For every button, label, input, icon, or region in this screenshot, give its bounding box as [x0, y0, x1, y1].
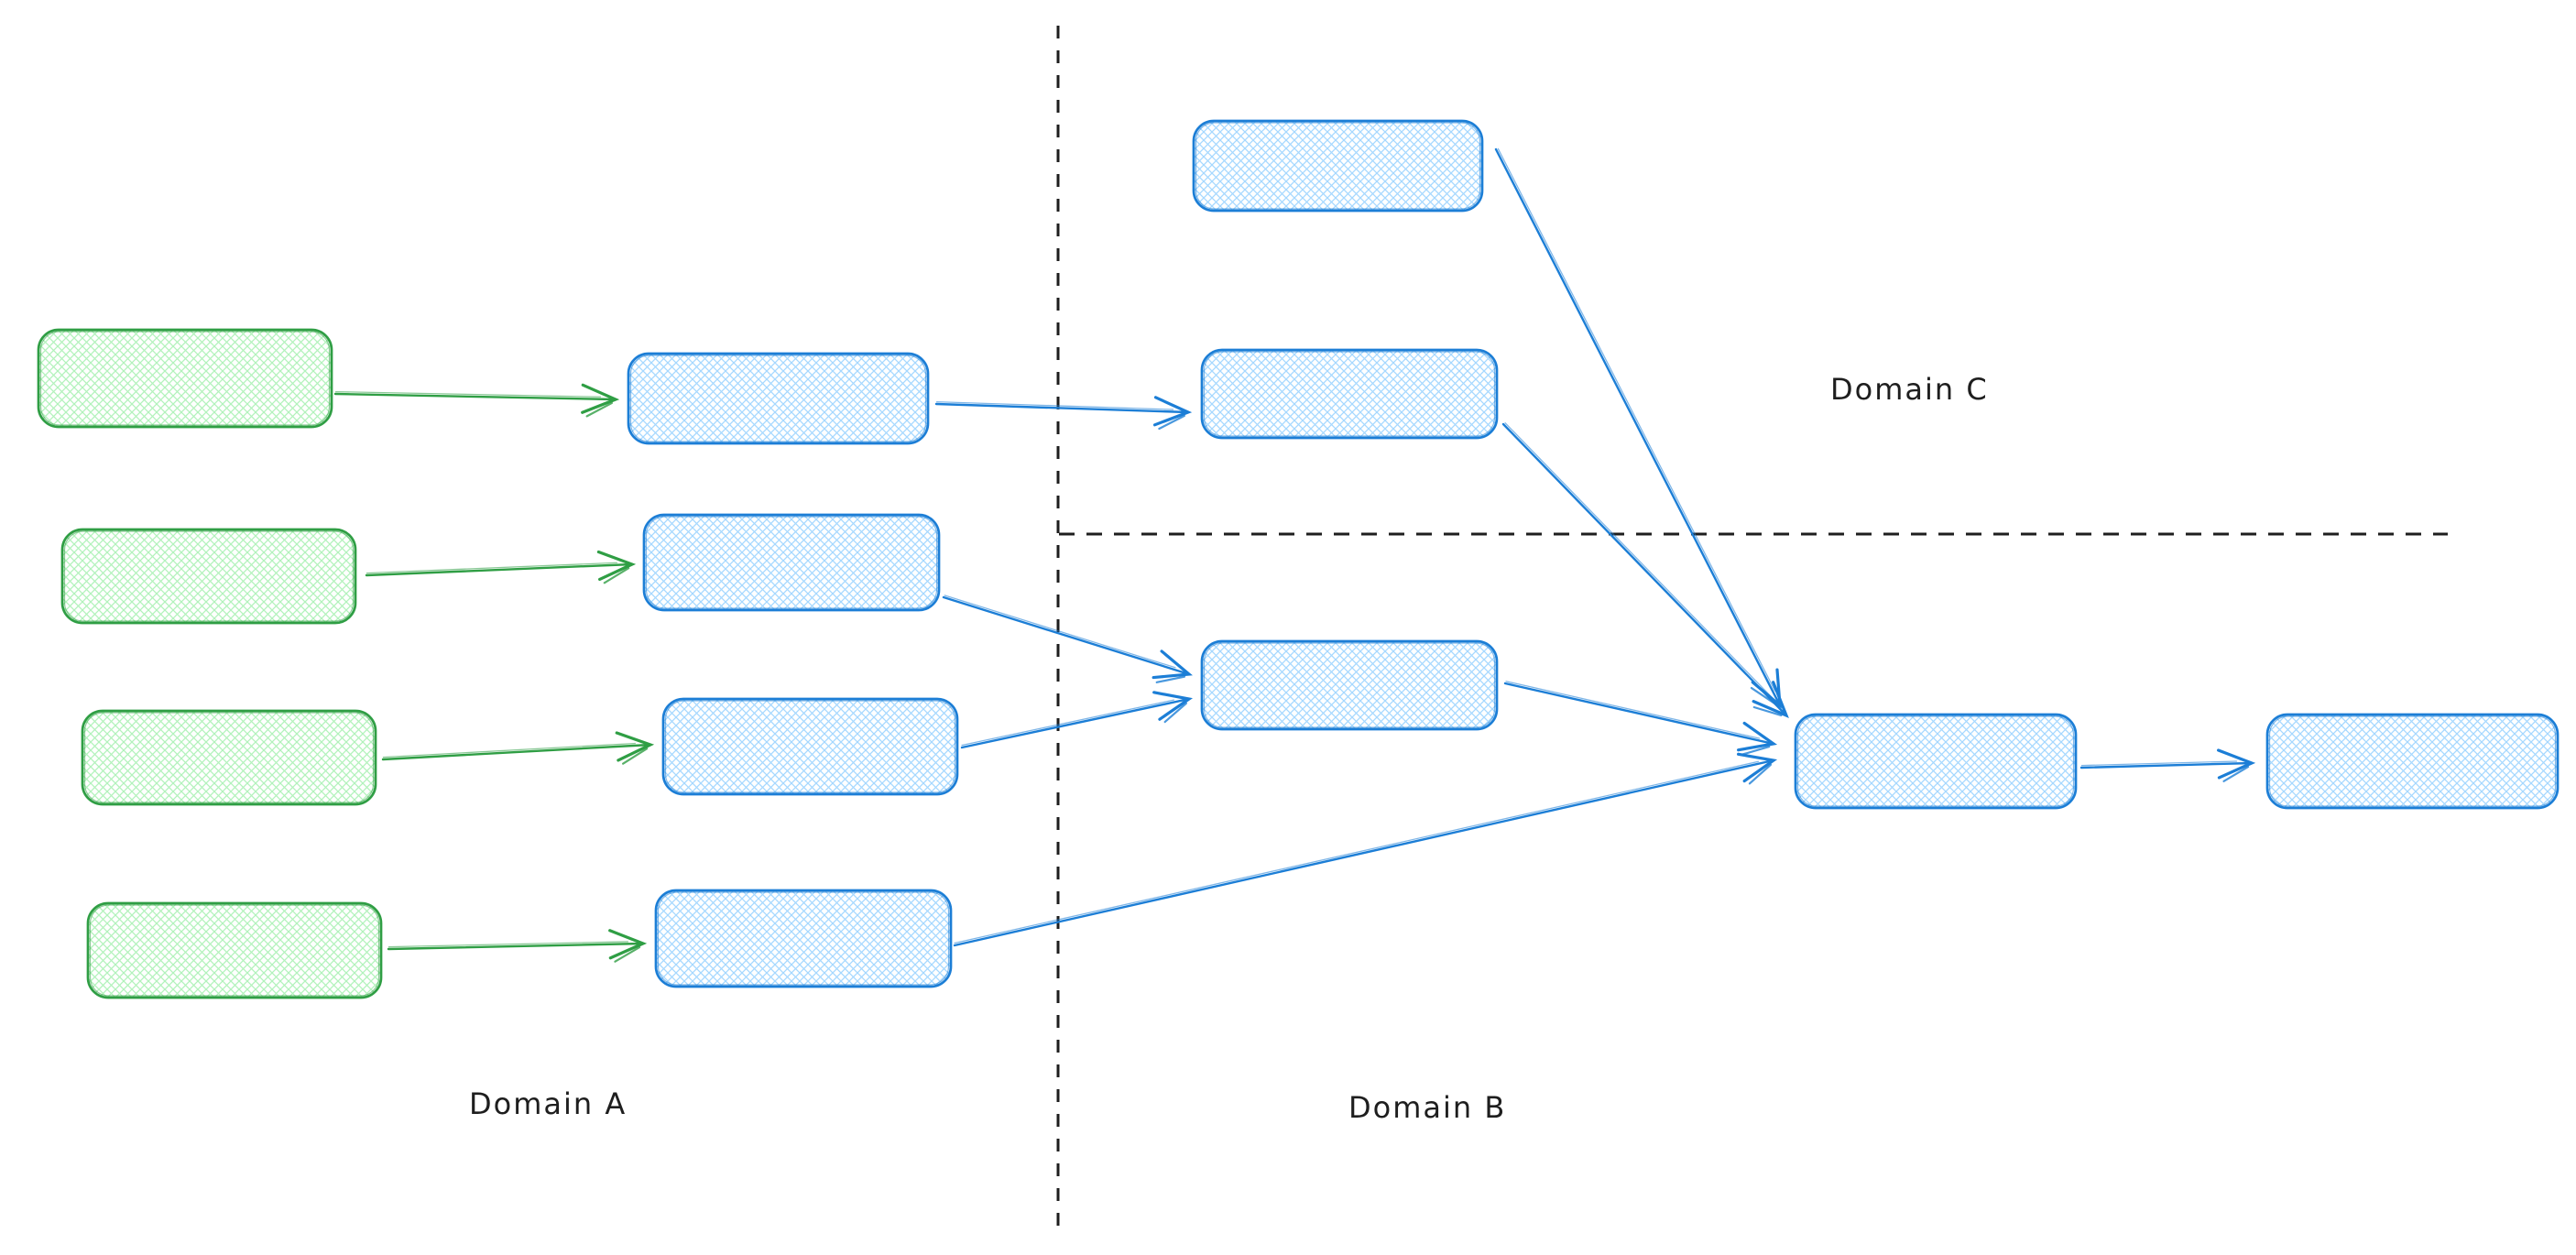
node-blue-a3-box	[661, 697, 959, 796]
arrow-a1-to-bmid[interactable]	[934, 400, 1188, 412]
node-blue-b-mid[interactable]	[1200, 348, 1499, 440]
arrow-bmid-to-chub-line	[1501, 422, 1786, 715]
arrow-green2-to-a2[interactable]	[365, 562, 632, 575]
arrow-chub-to-cend[interactable]	[2079, 760, 2252, 768]
node-blue-c-hub-box	[1794, 713, 2078, 810]
node-green-3-echo-outline	[83, 712, 375, 803]
arrow-bmid-to-chub-echo-stroke	[1504, 421, 1779, 704]
arrow-green1-to-a1-echo-stroke	[335, 390, 602, 398]
node-green-3[interactable]	[81, 709, 377, 806]
arrow-chub-to-cend-echo-stroke	[2080, 760, 2237, 767]
arrow-green4-to-a4[interactable]	[387, 941, 643, 949]
node-blue-b-mid-box	[1200, 348, 1499, 440]
node-green-4-box	[86, 901, 383, 999]
arrow-green3-to-a3[interactable]	[381, 742, 650, 759]
node-green-2-box	[60, 528, 357, 625]
node-blue-c-hub[interactable]	[1794, 713, 2078, 810]
node-blue-a1[interactable]	[627, 352, 930, 445]
arrow-green2-to-a2-echo-stroke	[366, 562, 617, 574]
arrow-a3-to-blower-echo-stroke	[961, 699, 1174, 747]
node-blue-a3-echo-outline	[664, 700, 956, 793]
arrow-green1-to-a1[interactable]	[333, 390, 616, 399]
arrow-blower-to-chub[interactable]	[1503, 681, 1774, 744]
arrow-a4-to-chub-echo-stroke	[954, 760, 1760, 944]
node-blue-b-top-echo-outline	[1195, 122, 1481, 210]
node-blue-a4[interactable]	[654, 889, 953, 988]
arrow-blower-to-chub-echo-stroke	[1505, 681, 1761, 739]
node-green-4[interactable]	[86, 901, 383, 999]
arrow-green3-to-a3-echo-stroke	[382, 742, 636, 758]
arrow-a3-to-blower[interactable]	[960, 699, 1189, 749]
node-green-4-echo-outline	[89, 904, 380, 997]
arrow-green4-to-a4-line	[387, 944, 643, 949]
arrow-btop-to-chub[interactable]	[1494, 147, 1780, 705]
node-blue-a1-echo-outline	[629, 355, 927, 442]
node-blue-b-mid-echo-outline	[1203, 351, 1496, 437]
arrow-a1-to-bmid-line	[934, 404, 1188, 412]
node-blue-a4-echo-outline	[657, 891, 950, 986]
node-green-3-box	[81, 709, 377, 806]
arrow-a4-to-chub-line	[953, 760, 1774, 947]
node-green-1[interactable]	[37, 328, 333, 429]
node-blue-b-top[interactable]	[1192, 119, 1484, 213]
arrow-green1-to-a1-line	[333, 394, 616, 399]
arrow-a3-to-blower-line	[960, 699, 1189, 749]
arrow-btop-to-chub-echo-stroke	[1497, 147, 1776, 692]
node-blue-b-lower[interactable]	[1200, 639, 1499, 731]
arrow-a1-to-bmid-echo-stroke	[936, 400, 1174, 410]
arrow-green4-to-a4-echo-stroke	[387, 941, 628, 948]
domain-b-label[interactable]: Domain B	[1348, 1090, 1506, 1125]
arrow-green2-to-a2-line	[365, 564, 632, 575]
node-green-2[interactable]	[60, 528, 357, 625]
node-blue-c-hub-echo-outline	[1796, 715, 2075, 807]
node-blue-b-top-box	[1192, 119, 1484, 213]
arrow-a2-to-blower-line	[942, 595, 1189, 674]
node-blue-c-end-echo-outline	[2268, 715, 2557, 807]
node-blue-a3[interactable]	[661, 697, 959, 796]
domain-c-label[interactable]: Domain C	[1830, 372, 1989, 407]
node-blue-a1-box	[627, 352, 930, 445]
arrow-blower-to-chub-line	[1503, 682, 1774, 744]
node-green-2-echo-outline	[63, 530, 355, 622]
node-blue-a4-box	[654, 889, 953, 988]
arrow-bmid-to-chub[interactable]	[1501, 421, 1786, 715]
node-green-1-box	[37, 328, 333, 429]
arrow-a4-to-chub[interactable]	[953, 760, 1774, 947]
node-blue-b-lower-echo-outline	[1203, 642, 1496, 728]
node-blue-a2-echo-outline	[645, 516, 938, 609]
node-blue-c-end-box	[2265, 713, 2560, 810]
node-green-1-echo-outline	[39, 331, 331, 426]
arrow-green3-to-a3-line	[381, 745, 650, 759]
arrow-a2-to-blower-echo-stroke	[944, 595, 1176, 669]
domain-a-label[interactable]: Domain A	[469, 1086, 627, 1121]
node-blue-b-lower-box	[1200, 639, 1499, 731]
node-blue-c-end[interactable]	[2265, 713, 2560, 810]
arrow-chub-to-cend-line	[2079, 763, 2252, 768]
node-blue-a2[interactable]	[642, 513, 941, 612]
node-blue-a2-box	[642, 513, 941, 612]
arrow-btop-to-chub-line	[1494, 147, 1780, 705]
arrow-a2-to-blower[interactable]	[942, 595, 1189, 674]
